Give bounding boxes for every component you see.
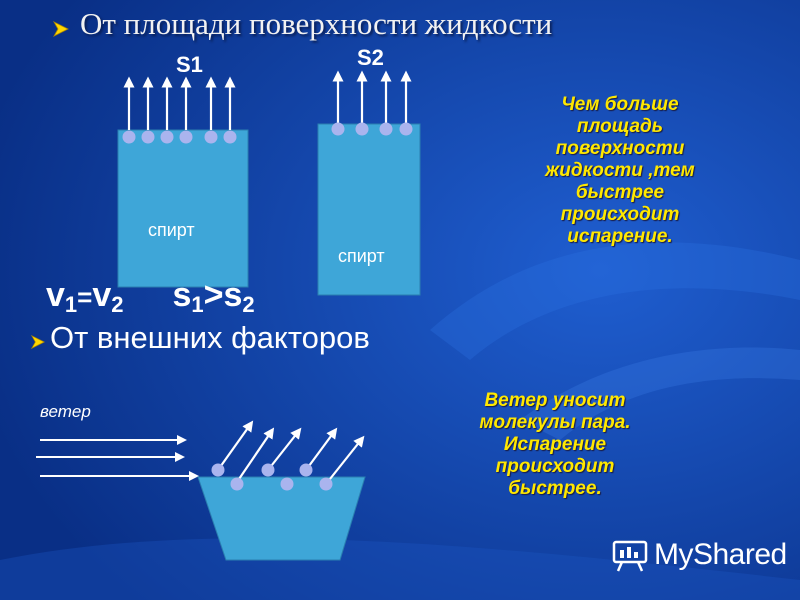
formula-v2: v <box>92 276 112 314</box>
slide-title: От площади поверхности жидкости <box>80 6 553 41</box>
wide-container <box>117 129 249 288</box>
bowl-container <box>197 476 366 561</box>
label-s2: S2 <box>357 45 384 70</box>
note-wind: Ветер уносит молекулы пара. Испарение пр… <box>479 390 631 499</box>
presentation-board-icon <box>612 540 648 572</box>
formula: v1=v2 s1>s2 <box>46 276 255 317</box>
wind-arrows <box>36 435 199 481</box>
liquid-label-left: спирт <box>148 220 195 240</box>
subtitle-bullet-icon <box>30 334 46 350</box>
brand-name: MyShared <box>654 538 787 571</box>
formula-v1: v <box>46 276 65 314</box>
evaporation-arrows-right <box>332 70 412 124</box>
wind-label: ветер <box>40 402 91 421</box>
evaporation-arrows-left <box>123 76 236 130</box>
narrow-container <box>317 123 421 296</box>
molecules-left <box>122 130 237 144</box>
note-area: Чем больше площадь поверхности жидкости … <box>545 94 695 247</box>
molecule-escape-arrows <box>217 420 365 485</box>
subtitle-external-factors: От внешних факторов <box>50 320 370 355</box>
formula-s1: s <box>172 276 192 314</box>
liquid-label-right: спирт <box>338 246 385 266</box>
title-bullet-icon <box>52 21 69 37</box>
molecules-right <box>331 122 413 136</box>
formula-s2: s <box>223 276 243 314</box>
label-s1: S1 <box>176 52 203 77</box>
molecules-bowl <box>211 463 333 491</box>
